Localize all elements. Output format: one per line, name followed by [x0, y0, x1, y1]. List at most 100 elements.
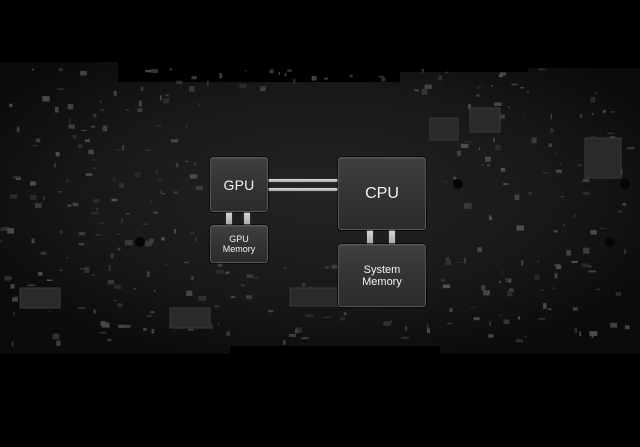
board-component: [580, 114, 583, 118]
board-component: [67, 204, 72, 207]
system-memory-label-line2: Memory: [362, 275, 402, 288]
board-component: [190, 275, 194, 281]
board-component: [534, 274, 540, 281]
board-component: [35, 203, 42, 208]
board-component: [488, 214, 491, 218]
board-component: [126, 213, 130, 215]
board-mounting-hole: [605, 237, 615, 247]
board-component: [566, 250, 571, 256]
board-mounting-hole: [135, 237, 145, 247]
board-component: [209, 323, 214, 330]
board-component: [157, 178, 163, 182]
board-component: [99, 331, 107, 334]
board-component: [572, 307, 578, 311]
board-component: [216, 270, 224, 274]
board-component: [42, 96, 50, 102]
board-component: [240, 284, 245, 287]
board-component: [185, 160, 189, 162]
board-component: [579, 331, 581, 336]
board-component: [283, 267, 287, 269]
logic-board-graphic: [0, 62, 640, 354]
board-component: [85, 173, 93, 176]
board-component: [77, 144, 83, 149]
board-component: [72, 202, 79, 207]
board-component: [66, 257, 69, 259]
board-component: [517, 316, 520, 320]
board-component: [219, 264, 221, 267]
board-component: [477, 247, 482, 252]
board-component: [9, 194, 18, 199]
board-component: [193, 162, 197, 166]
board-component: [445, 259, 452, 266]
board-component: [102, 125, 108, 132]
board-component: [153, 289, 156, 293]
board-mounting-hole: [620, 179, 630, 189]
board-component: [500, 167, 506, 172]
board-component: [590, 230, 597, 235]
board-component: [311, 76, 317, 81]
gpu-memory-label-line2: Memory: [222, 244, 256, 254]
board-component: [442, 284, 451, 289]
board-component: [135, 172, 141, 178]
board-component: [324, 266, 329, 269]
board-component: [498, 114, 505, 119]
board-component: [117, 303, 123, 307]
board-component: [528, 192, 533, 195]
board-component: [31, 238, 35, 244]
board-component: [426, 323, 429, 329]
board-component: [537, 260, 540, 263]
board-component: [607, 132, 615, 135]
board-component: [150, 200, 152, 203]
board-component: [523, 114, 525, 116]
board-component: [31, 68, 34, 71]
board-component: [95, 234, 101, 236]
cpu-label: CPU: [365, 184, 399, 202]
board-component: [253, 276, 259, 279]
board-component: [464, 141, 473, 143]
board-component: [30, 181, 36, 186]
system-memory-chip: System Memory: [338, 244, 426, 307]
system-memory-label: System Memory: [362, 264, 402, 288]
board-component: [117, 247, 121, 251]
board-component: [559, 162, 563, 165]
board-component: [72, 135, 77, 139]
board-component: [173, 191, 179, 194]
board-component: [146, 315, 153, 317]
board-component: [191, 76, 197, 80]
board-component: [582, 191, 590, 195]
board-component: [488, 334, 494, 338]
board-component: [57, 191, 62, 193]
board-component: [491, 84, 493, 87]
board-component: [99, 100, 102, 104]
board-component: [447, 322, 452, 325]
board-component: [437, 75, 443, 81]
board-component: [12, 297, 18, 302]
board-component: [138, 100, 142, 107]
board-component: [78, 243, 85, 246]
board-component: [56, 340, 61, 346]
board-component: [485, 156, 491, 162]
board-component: [509, 288, 514, 293]
board-component: [624, 249, 627, 254]
board-component: [460, 143, 469, 148]
board-component: [151, 328, 155, 334]
board-component: [52, 333, 60, 340]
board-component: [186, 290, 193, 296]
board-component: [9, 103, 13, 108]
board-component: [246, 274, 254, 278]
cpu-memory-bus: [367, 230, 373, 244]
board-component: [57, 88, 64, 90]
board-component: [186, 124, 188, 129]
board-component: [626, 146, 635, 150]
board-component: [69, 118, 71, 124]
board-component: [108, 265, 111, 271]
board-component: [113, 90, 117, 96]
board-component: [110, 253, 114, 259]
board-component: [301, 337, 309, 339]
board-component: [588, 270, 596, 273]
board-component: [305, 314, 314, 318]
board-component: [149, 238, 154, 244]
board-component: [624, 325, 630, 330]
board-component: [543, 303, 547, 309]
